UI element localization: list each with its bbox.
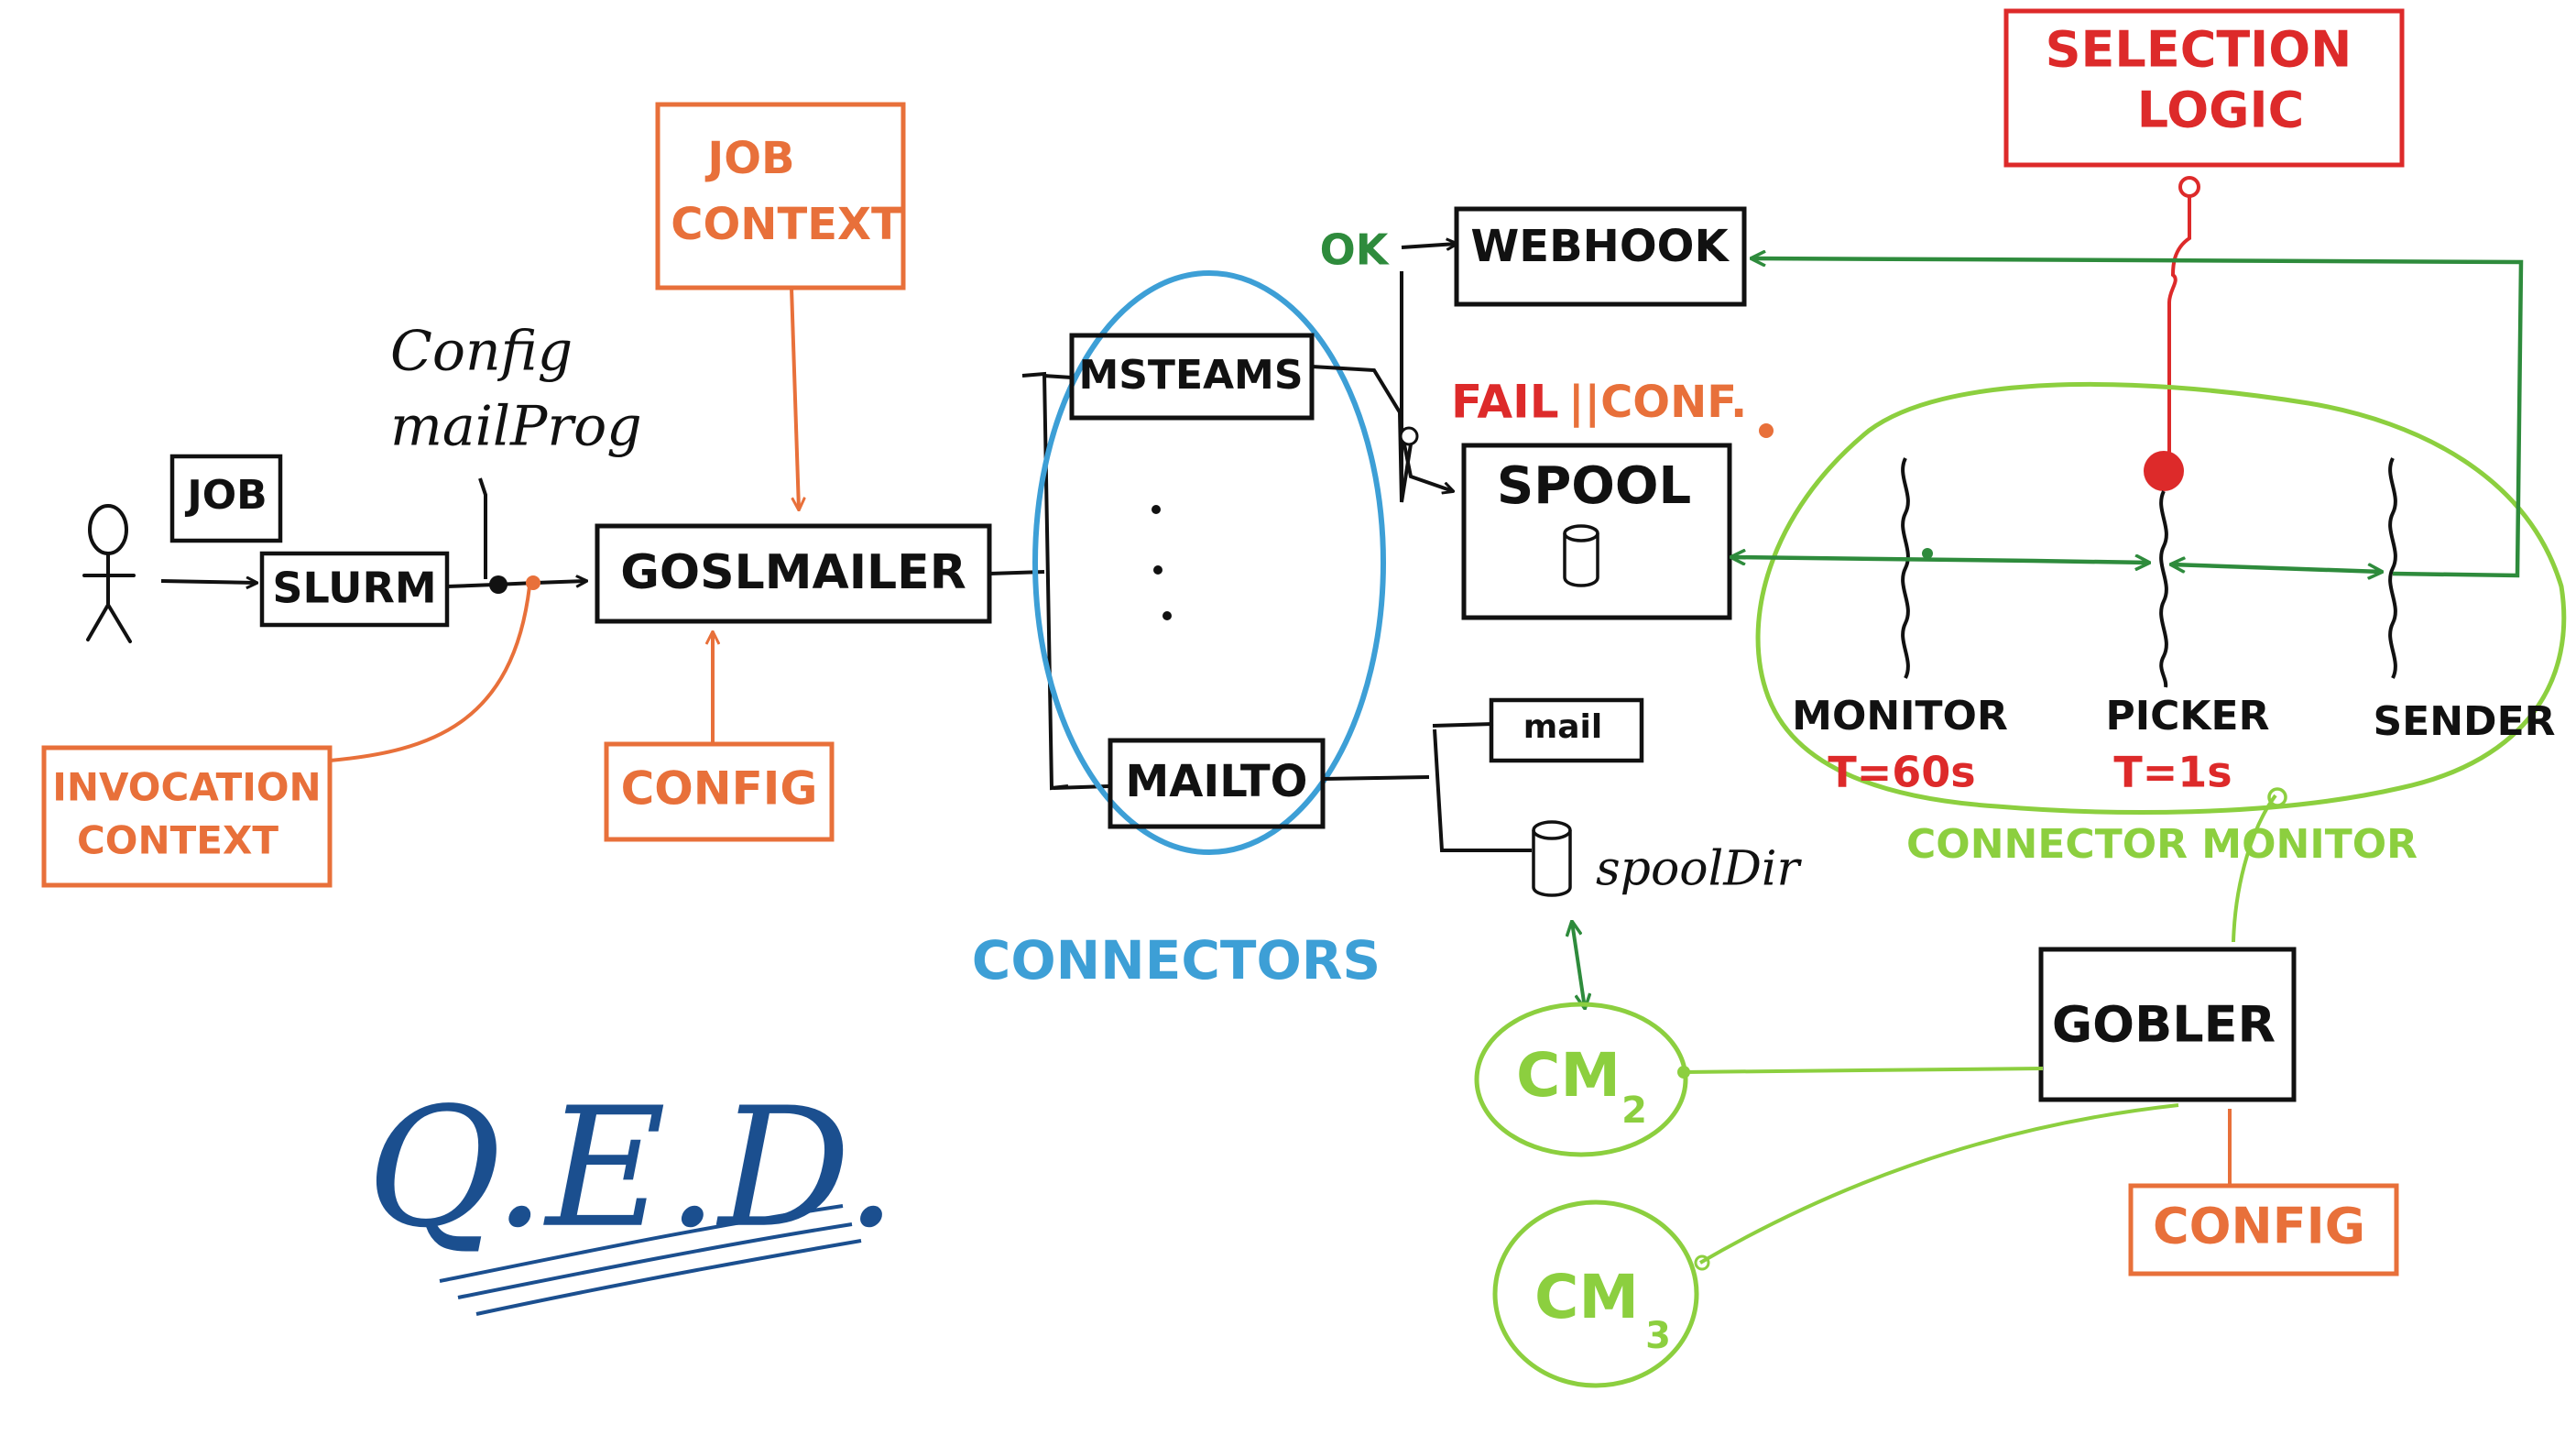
spooldir-label: spoolDir <box>1596 842 1803 897</box>
selection-logic-port <box>2178 176 2200 198</box>
cm2-port <box>1677 1066 1690 1079</box>
monitor-flow-dot <box>1922 548 1933 559</box>
qed-underline <box>439 1204 862 1316</box>
fail-label: FAIL <box>1451 376 1559 429</box>
config-gobler-label: CONFIG <box>2153 1198 2365 1255</box>
invocation-context-box: INVOCATION CONTEXT <box>41 745 333 888</box>
conf-label: ||CONF. <box>1568 377 1747 428</box>
database-icon <box>1532 820 1572 897</box>
connectors-label: CONNECTORS <box>972 929 1381 991</box>
slurm-to-goslmailer-line <box>446 581 586 588</box>
mailto-output-line <box>1322 728 1532 852</box>
msteams-output-line <box>1311 365 1414 503</box>
connector-monitor-label: CONNECTOR MONITOR <box>1906 821 2418 868</box>
mailto-box: MAILTO <box>1108 738 1326 829</box>
slurm-label: SLURM <box>272 564 436 613</box>
job-box: JOB <box>169 454 283 543</box>
cm3-subscript: 3 <box>1645 1315 1671 1357</box>
mail-box: mail <box>1489 697 1644 763</box>
mail-branch-line <box>1432 722 1494 728</box>
cm2-label: CM <box>1516 1040 1621 1111</box>
gobler-to-monitor-line <box>2232 794 2277 943</box>
gobler-box: GOBLER <box>2038 947 2297 1102</box>
job-context-line2: CONTEXT <box>671 199 901 250</box>
cm3-port <box>1694 1254 1710 1271</box>
fail-branch-line <box>1402 439 1453 491</box>
invocation-context-line2: CONTEXT <box>77 818 278 863</box>
ok-label: OK <box>1320 225 1391 275</box>
ellipsis-dots <box>1152 505 1172 620</box>
invocation-context-line1: INVOCATION <box>52 765 321 810</box>
config-mailprog-line2: mailProg <box>390 395 642 459</box>
cm2-circle: CM 2 <box>1474 1002 1688 1157</box>
msteams-box: MSTEAMS <box>1069 333 1315 421</box>
slurm-box: SLURM <box>259 551 450 628</box>
gobler-label: GOBLER <box>2052 996 2276 1054</box>
database-icon <box>1563 524 1599 587</box>
sender-process-line <box>2388 457 2397 679</box>
cm2-to-gobler-line <box>1683 1067 2044 1074</box>
goslmailer-box: GOSLMAILER <box>595 523 992 624</box>
selection-logic-box: SELECTION LOGIC <box>2003 8 2405 168</box>
cm3-to-gobler-line <box>1698 1103 2179 1265</box>
monitor-label: MONITOR <box>1792 693 2008 739</box>
spool-to-monitor-arrow <box>1731 557 2149 563</box>
selection-logic-dot <box>2144 451 2184 491</box>
ok-branch-line <box>1400 244 1457 502</box>
config-gobler-box: CONFIG <box>2128 1183 2399 1276</box>
monitor-process-line <box>1901 457 1910 679</box>
webhook-box: WEBHOOK <box>1454 206 1747 307</box>
conf-dot <box>1759 423 1774 438</box>
picker-t-label: T=1s <box>2113 748 2232 797</box>
junction-dot <box>489 575 508 594</box>
sender-to-webhook-loop <box>1752 258 2524 578</box>
picker-to-sender-arrow <box>2171 564 2382 572</box>
selection-logic-line1: SELECTION <box>2046 21 2352 79</box>
cm2-subscript: 2 <box>1621 1090 1647 1132</box>
config-goslmailer-label: CONFIG <box>621 762 818 816</box>
monitor-t-label: T=60s <box>1828 748 1975 797</box>
connector-monitor-blob <box>1755 381 2567 815</box>
gobler-monitor-port <box>2267 787 2287 807</box>
cm3-circle: CM 3 <box>1492 1200 1699 1388</box>
job-context-arrow <box>790 287 799 509</box>
sender-label: SENDER <box>2373 698 2555 745</box>
spooldir-cm2-arrow <box>1572 922 1585 1008</box>
spool-box: SPOOL <box>1461 443 1732 620</box>
mailto-label: MAILTO <box>1126 756 1308 807</box>
picker-label: PICKER <box>2106 693 2270 739</box>
branch-junction <box>1399 426 1419 446</box>
selection-logic-line <box>2167 196 2191 464</box>
connectors-ellipse <box>1032 270 1386 855</box>
config-mailprog-connector <box>478 477 487 579</box>
msteams-label: MSTEAMS <box>1078 352 1303 399</box>
config-mailprog-line1: Config <box>390 320 573 384</box>
mail-label: mail <box>1523 708 1602 746</box>
user-to-slurm-arrow <box>160 581 257 583</box>
picker-process-line <box>2159 490 2168 688</box>
spool-label: SPOOL <box>1497 456 1691 516</box>
stick-figure-icon <box>82 504 136 643</box>
job-label: JOB <box>184 472 267 519</box>
invocation-context-curve <box>329 586 531 762</box>
selection-logic-line2: LOGIC <box>2137 82 2304 139</box>
job-context-box: JOB CONTEXT <box>655 102 906 290</box>
job-context-line1: JOB <box>704 133 794 184</box>
goslmailer-label: GOSLMAILER <box>620 545 966 600</box>
cm3-label: CM <box>1534 1262 1639 1332</box>
webhook-label: WEBHOOK <box>1470 221 1730 272</box>
qed-label: Q.E.D. <box>366 1073 898 1265</box>
config-goslmailer-box: CONFIG <box>604 741 835 842</box>
